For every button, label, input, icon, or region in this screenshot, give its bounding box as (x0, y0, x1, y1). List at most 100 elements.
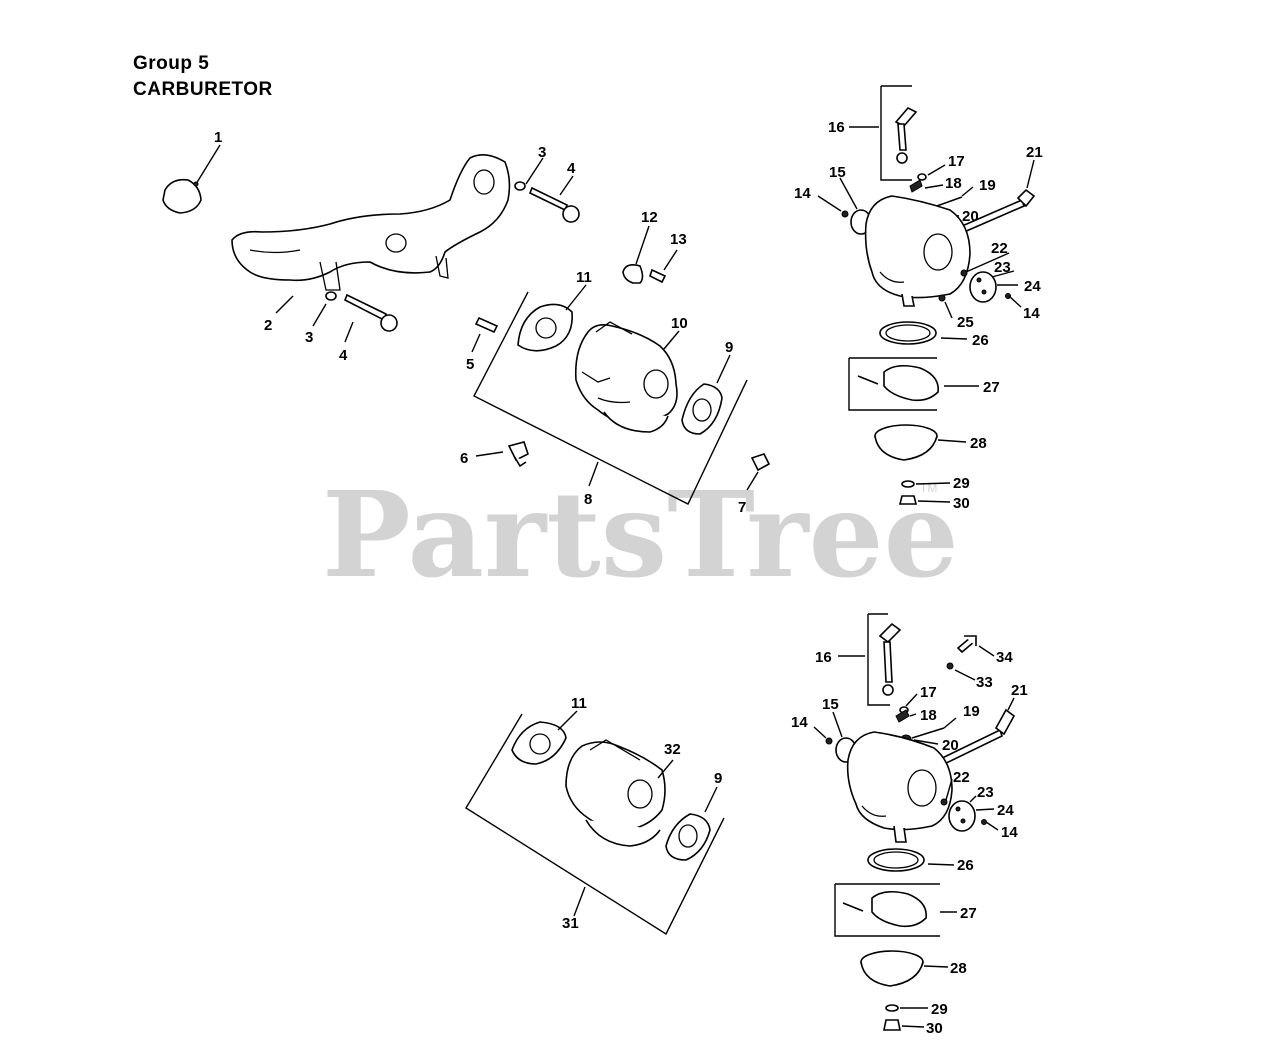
callout-27-lower: 27 (960, 905, 977, 922)
part-4-screw-upper[interactable] (528, 186, 580, 223)
callout-20-lower: 20 (942, 737, 959, 754)
watermark-trademark: TM (920, 481, 937, 495)
part-14-screw-upper-left[interactable] (841, 210, 849, 218)
part-30-bowl-nut-lower[interactable] (883, 1019, 901, 1031)
callout-15-lower: 15 (822, 696, 839, 713)
part-6-fitting[interactable] (507, 441, 529, 468)
callout-29-lower: 29 (931, 1001, 948, 1018)
part-1-gasket[interactable] (162, 178, 202, 214)
part-14-screw-lower-right[interactable] (981, 819, 987, 825)
callout-10: 10 (671, 315, 688, 332)
callout-15-upper: 15 (829, 164, 846, 181)
callout-8: 8 (584, 491, 592, 508)
callout-23-lower: 23 (977, 784, 994, 801)
part-23-choke-plate-upper[interactable] (969, 271, 997, 303)
callout-4-lower: 4 (339, 347, 348, 364)
callout-27-upper: 27 (983, 379, 1000, 396)
part-14-screw-upper-right[interactable] (1005, 293, 1011, 299)
part-9-gasket-upper[interactable] (681, 383, 723, 435)
callout-7: 7 (738, 499, 746, 516)
part-12-bracket[interactable] (622, 264, 644, 284)
callout-14-upper-right: 14 (1023, 305, 1040, 322)
callout-26-upper: 26 (972, 332, 989, 349)
part-28-fuel-bowl-upper[interactable] (874, 424, 938, 461)
callout-16-upper: 16 (828, 119, 845, 136)
part-27-float-upper[interactable] (857, 364, 939, 402)
callout-9-lower: 9 (714, 770, 722, 787)
callout-16-lower: 16 (815, 649, 832, 666)
callout-20-upper: 20 (962, 208, 979, 225)
part-19-screw-upper[interactable] (933, 196, 963, 208)
part-22-screw-upper[interactable] (960, 269, 968, 277)
callout-12: 12 (641, 209, 658, 226)
part-16-idle-fuel-valve-lower[interactable] (878, 622, 902, 696)
callout-3-lower: 3 (305, 329, 313, 346)
callout-26-lower: 26 (957, 857, 974, 874)
part-16-idle-fuel-valve-upper[interactable] (894, 107, 918, 164)
callout-18-lower: 18 (920, 707, 937, 724)
callout-19-upper: 19 (979, 177, 996, 194)
callout-6: 6 (460, 450, 468, 467)
callout-3-upper: 3 (538, 144, 546, 161)
callout-9-upper: 9 (725, 339, 733, 356)
part-13-screw[interactable] (649, 268, 667, 284)
callout-14-lower-left: 14 (791, 714, 808, 731)
part-28-fuel-bowl-lower[interactable] (860, 950, 924, 987)
callout-34: 34 (996, 649, 1013, 666)
carburetor-body-upper[interactable] (864, 195, 971, 307)
callout-32: 32 (664, 741, 681, 758)
part-7-nut[interactable] (750, 453, 771, 472)
callout-17-upper: 17 (948, 153, 965, 170)
callout-1: 1 (214, 129, 222, 146)
part-29-washer-upper[interactable] (901, 480, 915, 488)
part-29-washer-lower[interactable] (885, 1004, 899, 1012)
callout-30-upper: 30 (953, 495, 970, 512)
part-2-intake-manifold[interactable] (231, 154, 511, 291)
callout-30-lower: 30 (926, 1020, 943, 1037)
part-11-gasket-lower[interactable] (511, 721, 567, 765)
part-5-pin[interactable] (474, 316, 499, 334)
callout-23-upper: 23 (994, 259, 1011, 276)
callout-22-lower: 22 (953, 769, 970, 786)
callout-24-lower: 24 (997, 802, 1014, 819)
part-33-spring[interactable] (946, 662, 954, 670)
part-18-spring-lower[interactable] (895, 709, 910, 723)
part-14-screw-lower-left[interactable] (825, 737, 833, 745)
callout-11-lower: 11 (571, 695, 587, 712)
callout-4-upper: 4 (567, 160, 576, 177)
part-25-plug[interactable] (938, 294, 946, 302)
diagram-title: CARBURETOR (133, 79, 273, 100)
callout-33: 33 (976, 674, 993, 691)
callout-11-upper: 11 (576, 269, 592, 286)
part-22-screw-lower[interactable] (940, 798, 948, 806)
callout-21-lower: 21 (1011, 682, 1028, 699)
part-27-float-lower[interactable] (842, 890, 927, 928)
part-4-screw-lower[interactable] (343, 293, 398, 332)
part-17-screw-upper[interactable] (917, 173, 927, 181)
part-9-gasket-lower[interactable] (665, 813, 711, 861)
callout-31: 31 (562, 915, 579, 932)
watermark: PartsTree (322, 465, 959, 604)
part-11-gasket-upper[interactable] (517, 303, 573, 352)
callout-labels: 1 2 3 3 4 4 5 6 7 8 9 10 11 12 13 14 14 … (214, 119, 1043, 1037)
callout-14-upper-left: 14 (794, 185, 811, 202)
callout-2: 2 (264, 317, 272, 334)
callout-22-upper: 22 (991, 240, 1008, 257)
callout-13: 13 (670, 231, 687, 248)
part-32-carburetor[interactable] (565, 739, 666, 847)
part-3-washer-lower[interactable] (325, 291, 337, 301)
part-34-screw[interactable] (956, 635, 977, 654)
part-19-screw-lower[interactable] (911, 727, 945, 739)
callout-19-lower: 19 (963, 703, 980, 720)
part-30-bowl-nut-upper[interactable] (898, 495, 918, 505)
callout-24-upper: 24 (1024, 278, 1041, 295)
callout-25: 25 (957, 314, 974, 331)
part-10-carburetor[interactable] (574, 321, 678, 433)
carburetor-body-lower[interactable] (846, 731, 953, 843)
callout-28-upper: 28 (970, 435, 987, 452)
callout-29-upper: 29 (953, 475, 970, 492)
part-3-washer-upper[interactable] (514, 181, 526, 191)
part-23-choke-plate-lower[interactable] (948, 800, 976, 832)
part-18-spring-upper[interactable] (909, 179, 923, 193)
